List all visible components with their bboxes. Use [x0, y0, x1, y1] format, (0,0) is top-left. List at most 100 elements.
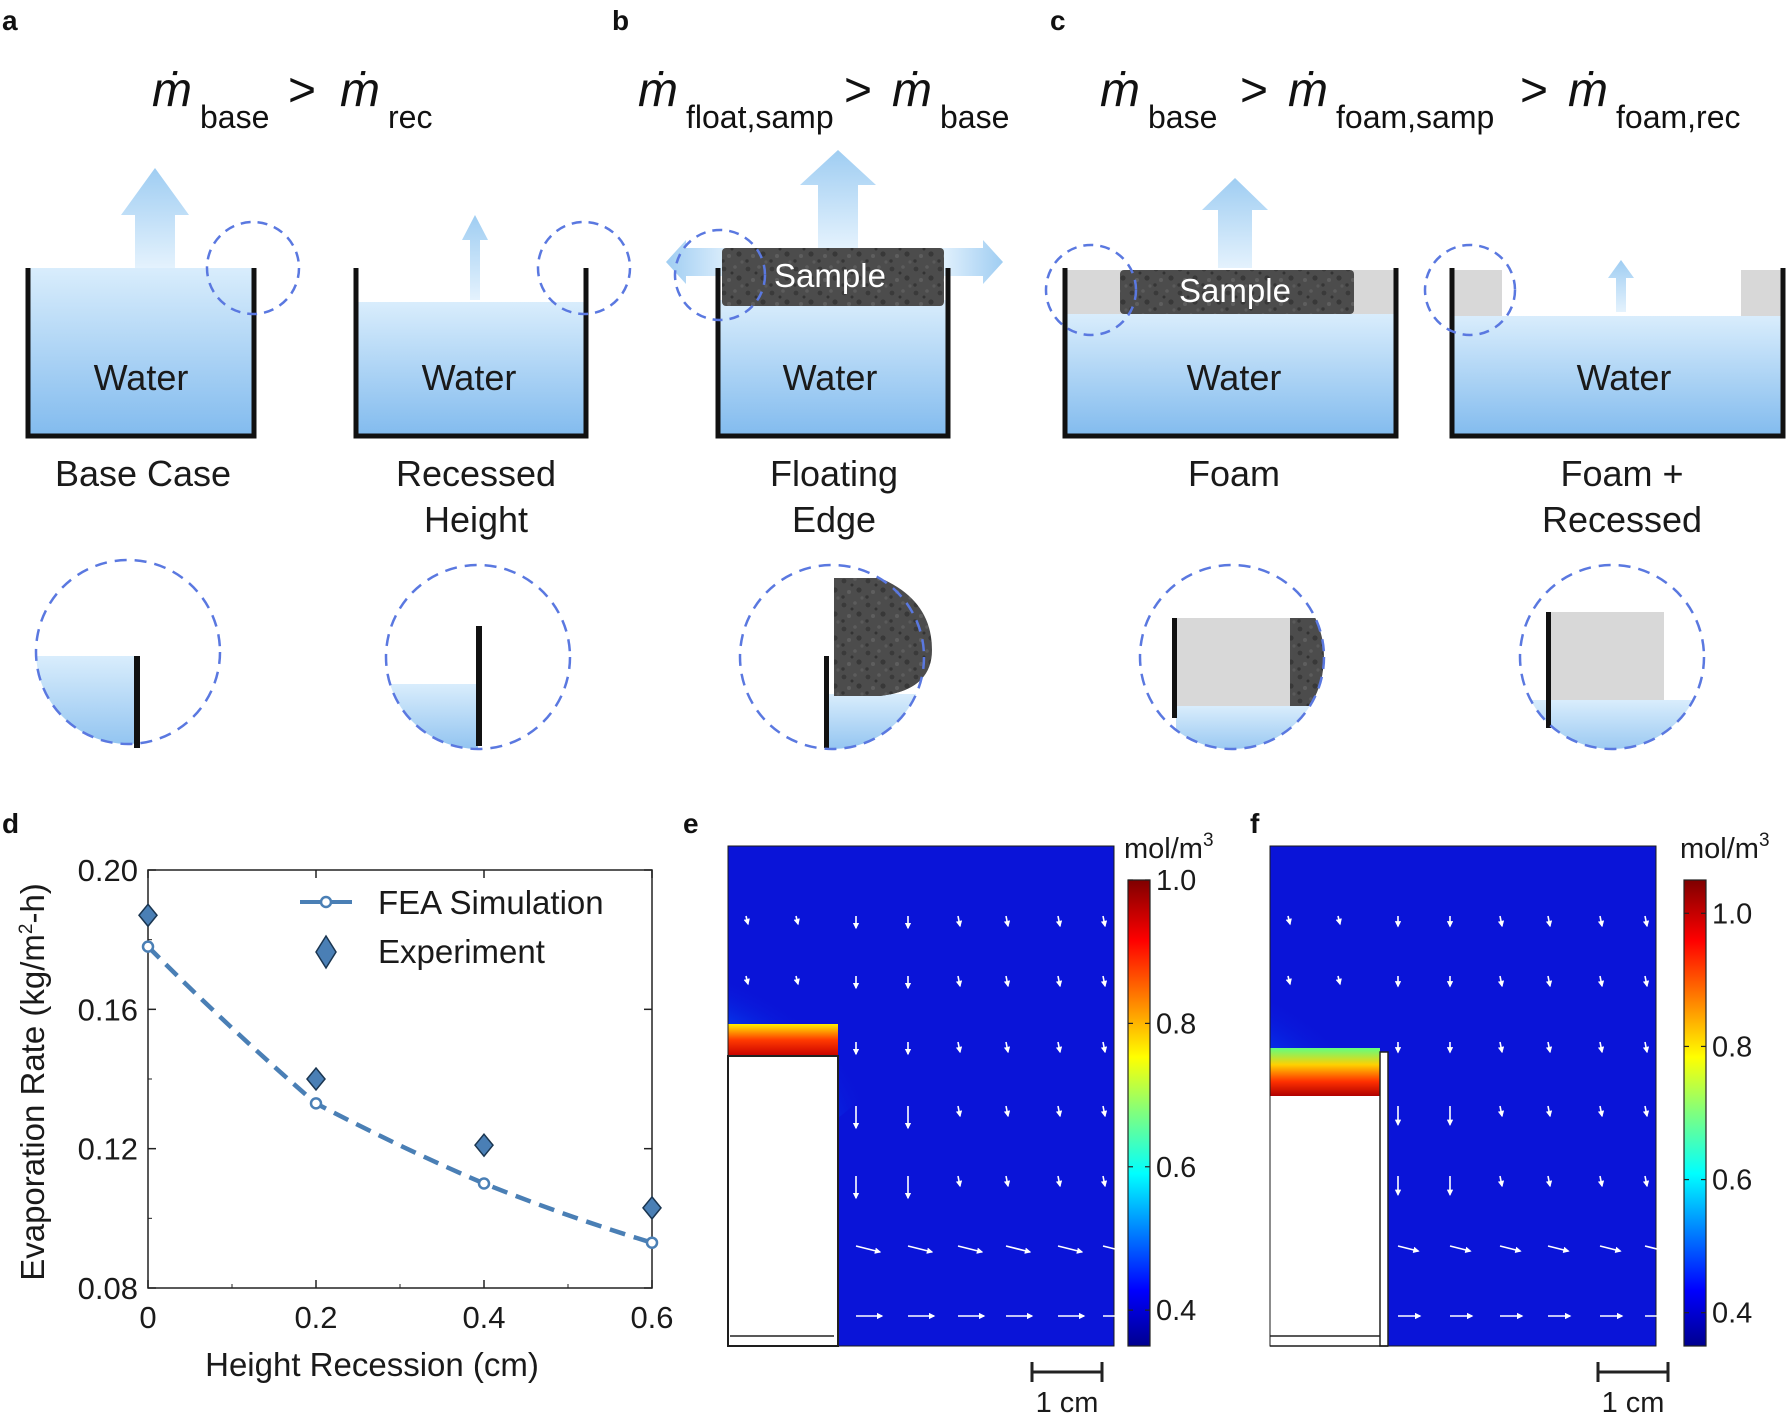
colorbar-tick-label: 0.6 [1156, 1152, 1196, 1184]
velocity-arrow [1285, 975, 1292, 986]
sample-edge [1290, 618, 1324, 706]
water-body [356, 302, 586, 436]
velocity-arrow [1642, 1105, 1650, 1118]
velocity-arrow [1597, 975, 1605, 988]
greater-than: > [1520, 64, 1548, 117]
evaporation-arrow-icon [800, 150, 876, 248]
mdot-symbol: ṁ [152, 64, 192, 117]
velocity-arrow [1449, 1245, 1472, 1253]
velocity-arrow [1545, 1041, 1553, 1054]
velocity-arrow [1055, 1175, 1063, 1188]
caption-floating-line1: Floating [770, 453, 898, 494]
velocity-arrow [955, 1175, 963, 1188]
zoom-circle [34, 558, 222, 746]
container-foam: Sample Water [1044, 178, 1399, 439]
velocity-arrow [1100, 1041, 1108, 1054]
colorbar-tick-label: 0.6 [1712, 1165, 1752, 1197]
evaporation-arrow-right-icon [940, 240, 1003, 284]
experiment-point [306, 1066, 326, 1092]
experiment-point [642, 1195, 662, 1221]
panel-label-c: c [1050, 5, 1066, 36]
colorbar-ticks: 1.0 0.8 0.6 0.4 [1684, 898, 1752, 1330]
velocity-arrow [955, 1105, 963, 1118]
water-body [28, 268, 254, 436]
container-recessed: Water [353, 215, 632, 439]
velocity-arrow [955, 1041, 963, 1054]
wall-edge [1172, 618, 1177, 718]
container-region [1270, 1096, 1380, 1346]
subscript: base [200, 99, 269, 135]
panel-label-e: e [683, 808, 699, 839]
x-tick-label: 0.4 [462, 1300, 505, 1335]
y-tick-label: 0.20 [78, 853, 138, 888]
panel-label-a: a [2, 5, 18, 36]
container-wall [25, 268, 257, 439]
dashed-circle [1044, 243, 1138, 337]
greater-than: > [844, 64, 872, 117]
velocity-arrow [1003, 1041, 1011, 1054]
velocity-arrow [1100, 915, 1108, 928]
wall-edge [1546, 612, 1551, 728]
colorbar-tick-label: 0.8 [1712, 1031, 1752, 1063]
velocity-arrow [855, 1245, 882, 1254]
caption-foam-rec-line2: Recessed [1542, 499, 1702, 540]
container-wall [353, 268, 589, 439]
velocity-arrow [1497, 975, 1505, 988]
sample-label: Sample [1179, 272, 1291, 309]
zoom-foam [1138, 563, 1326, 751]
experiment-point [138, 903, 158, 928]
velocity-arrow [1005, 1245, 1032, 1254]
zoom-circle [384, 563, 572, 751]
x-tick-label: 0.6 [630, 1300, 673, 1335]
foam-right [1741, 270, 1783, 316]
velocity-arrow [1055, 975, 1063, 988]
velocity-arrow [1642, 1041, 1650, 1054]
velocity-arrow [1335, 915, 1342, 926]
x-axis-label: Height Recession (cm) [205, 1346, 539, 1383]
velocity-arrow [1644, 1245, 1667, 1253]
velocity-arrow [1547, 1245, 1570, 1253]
velocity-arrow [1597, 1041, 1605, 1054]
equation-c: ṁ base > ṁ foam,samp > ṁ foam,rec [1100, 64, 1740, 135]
velocity-arrow [957, 1245, 984, 1254]
colorbar-tick-label: 1.0 [1712, 898, 1752, 930]
container-base-case: Water [25, 168, 301, 439]
caption-base-case: Base Case [55, 453, 231, 494]
fea-simulation-point [477, 1177, 491, 1190]
velocity-arrow [1642, 1175, 1650, 1188]
foam-left [1452, 270, 1502, 316]
chart-legend: FEA Simulation Experiment [300, 884, 604, 970]
velocity-arrow [793, 975, 800, 986]
velocity-arrow [1335, 975, 1342, 986]
caption-recessed-line2: Height [424, 499, 528, 540]
colorbar-tick-label: 0.4 [1156, 1295, 1196, 1327]
evaporation-arrow-icon [462, 215, 488, 300]
evaporation-arrow-icon [121, 168, 189, 268]
velocity-arrow [907, 1245, 934, 1254]
velocity-arrow [1599, 1245, 1622, 1253]
caption-foam-rec-line1: Foam + [1560, 453, 1683, 494]
velocity-arrow [1545, 1105, 1553, 1118]
subscript: float,samp [686, 99, 834, 135]
water-label: Water [783, 357, 878, 398]
subscript: foam,rec [1616, 99, 1740, 135]
velocity-arrow [1497, 1105, 1505, 1118]
velocity-arrow [1545, 1175, 1553, 1188]
y-tick-label: 0.12 [78, 1132, 138, 1167]
zoom-base-case [34, 558, 222, 748]
scale-bar-label: 1 cm [1602, 1387, 1665, 1417]
velocity-arrow [955, 915, 963, 928]
experiment-point [474, 1132, 494, 1158]
velocity-arrows [1285, 915, 1669, 1320]
water-label: Water [1187, 357, 1282, 398]
velocity-arrow [1497, 1041, 1505, 1054]
y-axis-label: Evaporation Rate (kg/m2-h) [14, 883, 51, 1281]
heatmap-e: mol/m3 1.00.80.60.4 1 cm [727, 830, 1214, 1417]
colorbar-unit: mol/m3 [1680, 830, 1770, 865]
velocity-arrow [1497, 915, 1505, 928]
sample-block [722, 248, 944, 306]
colorbar-unit: mol/m3 [1124, 830, 1214, 865]
colorbar-tick-label: 0.4 [1712, 1298, 1752, 1330]
velocity-arrow [1642, 915, 1650, 928]
